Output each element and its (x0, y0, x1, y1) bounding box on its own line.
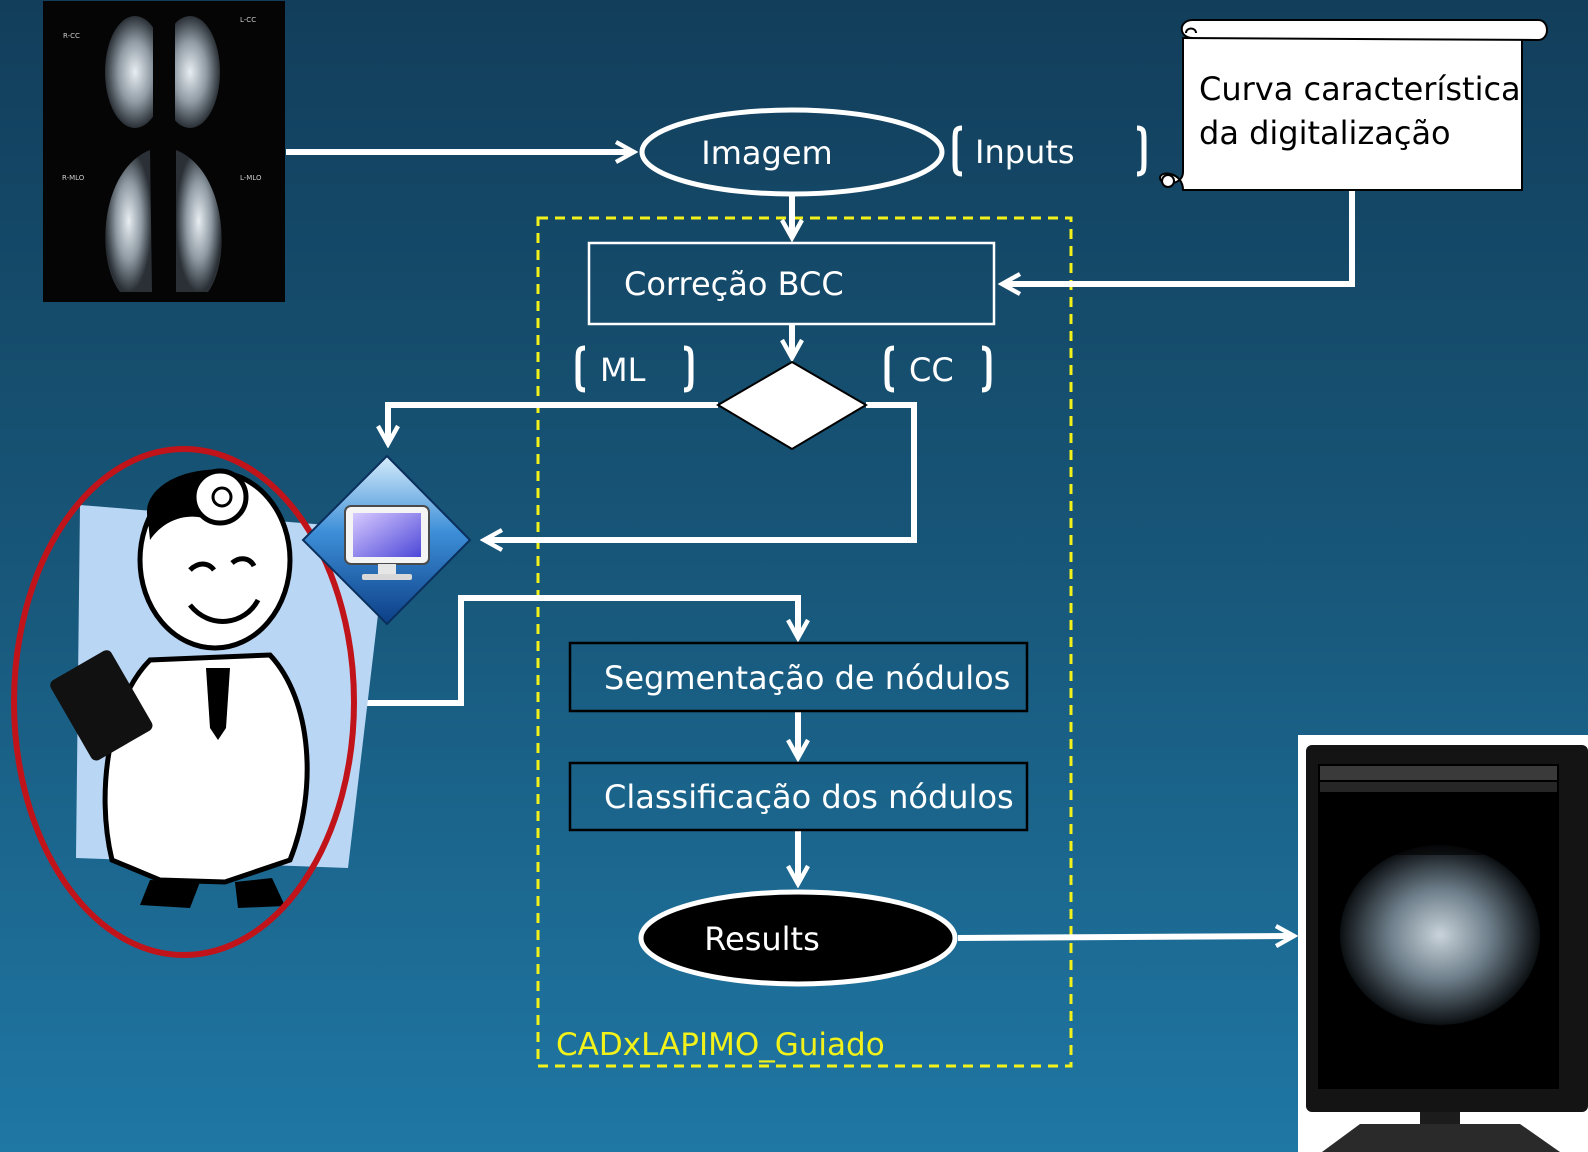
computer-icon (301, 454, 472, 626)
node-correcao (587, 241, 996, 326)
doctor-illustration (50, 468, 388, 908)
mammo-label-rmlo: R-MLO (62, 174, 85, 182)
node-decision (716, 360, 868, 451)
container-label: CADxLAPIMO_Guiado (556, 1027, 885, 1063)
mammogram-image: R-CC L-CC R-MLO L-MLO (43, 1, 285, 302)
arrow-results-to-monitor (957, 936, 1292, 938)
scroll-text-line2: da digitalização (1199, 114, 1451, 152)
node-segmentacao-label: Segmentação de nódulos (604, 659, 1010, 697)
mammo-label-rcc: R-CC (63, 32, 80, 40)
annotation-inputs: Inputs (975, 133, 1075, 171)
node-correcao-label: Correção BCC (624, 265, 844, 303)
arrow-curve-to-correcao (1004, 190, 1355, 284)
mammo-label-lmlo: L-MLO (240, 174, 262, 182)
arrow-decision-cc (486, 402, 917, 540)
ml-bracket-left (575, 345, 586, 393)
ml-bracket-right (683, 345, 694, 393)
mammo-label-lcc: L-CC (240, 16, 256, 24)
node-results (638, 889, 958, 987)
cc-bracket-left (884, 345, 895, 393)
inputs-bracket-left (952, 125, 963, 177)
node-results-label: Results (704, 920, 820, 958)
node-imagem-label: Imagem (701, 134, 832, 172)
arrow-decision-ml (388, 402, 718, 442)
node-classificacao (568, 761, 1029, 832)
cadx-container (536, 216, 1073, 1068)
inputs-bracket-right (1136, 125, 1147, 177)
node-imagem (639, 107, 945, 197)
annotation-cc: CC (909, 351, 954, 389)
scroll-text-line1: Curva característica (1199, 70, 1521, 108)
monitor-image (1298, 735, 1588, 1152)
arrow-doctor-to-segmentacao (354, 595, 798, 706)
annotation-ml: ML (600, 351, 646, 389)
node-classificacao-label: Classificação dos nódulos (604, 778, 1014, 816)
doctor-highlight-ellipse (11, 446, 357, 958)
scroll-shape (1158, 19, 1548, 191)
node-segmentacao (568, 641, 1029, 713)
cc-bracket-right (981, 345, 992, 393)
